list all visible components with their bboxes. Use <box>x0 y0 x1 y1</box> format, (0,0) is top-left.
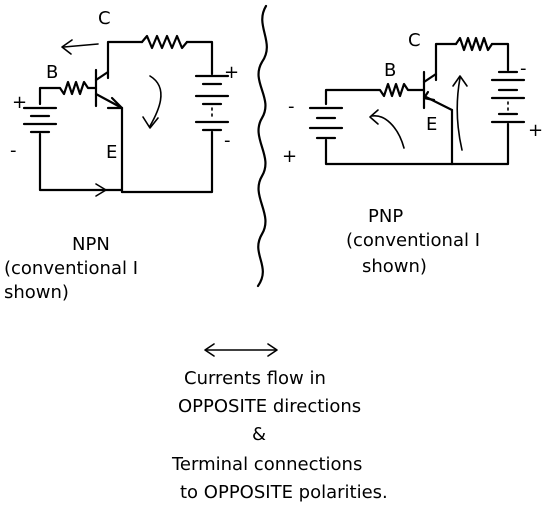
pnp-top-wire <box>490 42 510 72</box>
pnp-collector-resistor <box>454 36 494 52</box>
pnp-emitter-arrow <box>422 90 436 102</box>
npn-top-wire <box>185 40 214 76</box>
pnp-collector-lead <box>422 72 438 84</box>
npn-left-battery <box>22 106 58 134</box>
npn-caption-line2: (conventional I <box>4 258 138 279</box>
pnp-collector-label: C <box>408 30 421 51</box>
pnp-base-loop-arrow-head <box>369 109 379 125</box>
note-line-1: Currents flow in <box>184 368 326 389</box>
pnp-circuit: C - + B <box>282 30 543 167</box>
npn-right-battery <box>194 74 230 132</box>
npn-caption-title: NPN <box>72 234 110 255</box>
pnp-base-resistor <box>324 82 426 106</box>
pnp-right-battery-minus: - <box>520 58 527 79</box>
npn-collector-lead <box>94 70 110 82</box>
npn-emitter-label: E <box>106 142 117 163</box>
npn-collector-wire <box>106 40 144 80</box>
npn-left-battery-plus: + <box>12 92 27 113</box>
pnp-right-bottom-wire <box>450 122 510 166</box>
pnp-right-battery <box>490 70 526 124</box>
double-arrow-icon <box>204 343 278 357</box>
pnp-left-battery <box>308 106 344 140</box>
npn-caption-line3: shown) <box>4 282 69 303</box>
npn-emitter-lead <box>94 92 124 110</box>
npn-collector-resistor <box>140 34 189 50</box>
npn-left-bottom-wire <box>38 132 124 192</box>
pnp-left-battery-minus: - <box>288 96 295 117</box>
npn-loop-current-arrow <box>149 75 162 127</box>
pnp-left-battery-plus: + <box>282 146 297 167</box>
pnp-collector-wire <box>434 42 458 82</box>
npn-base-label: B <box>46 62 58 83</box>
npn-circuit: C + - B <box>10 8 239 197</box>
npn-right-battery-minus: - <box>224 130 231 151</box>
npn-right-bottom-wire <box>120 130 214 194</box>
pnp-right-battery-plus: + <box>528 120 543 141</box>
pnp-emitter-label: E <box>426 114 437 135</box>
pnp-base-label: B <box>384 60 396 81</box>
divider-squiggle <box>256 4 268 288</box>
note-line-2: OPPOSITE directions <box>178 396 361 417</box>
npn-collector-label: C <box>98 8 111 29</box>
note-line-5: to OPPOSITE polarities. <box>180 482 388 503</box>
pnp-base-loop-arrow <box>371 115 405 149</box>
pnp-caption-title: PNP <box>368 206 403 227</box>
pnp-collector-loop-arrow <box>456 77 463 151</box>
npn-bottom-wire-arrow <box>95 183 107 197</box>
pnp-caption-line3: shown) <box>362 256 427 277</box>
note-line-3: & <box>252 424 266 445</box>
pnp-left-bottom-wire <box>324 138 454 166</box>
npn-base-resistor <box>38 80 98 106</box>
npn-base-current-arrow <box>63 43 99 48</box>
npn-base-current-arrow-head <box>61 39 73 55</box>
npn-loop-current-arrow-head <box>142 116 159 129</box>
pnp-caption-line2: (conventional I <box>346 230 480 251</box>
pnp-collector-loop-arrow-head <box>452 75 468 87</box>
note-line-4: Terminal connections <box>171 454 362 475</box>
npn-left-battery-minus: - <box>10 140 17 161</box>
npn-right-battery-plus: + <box>224 62 239 83</box>
